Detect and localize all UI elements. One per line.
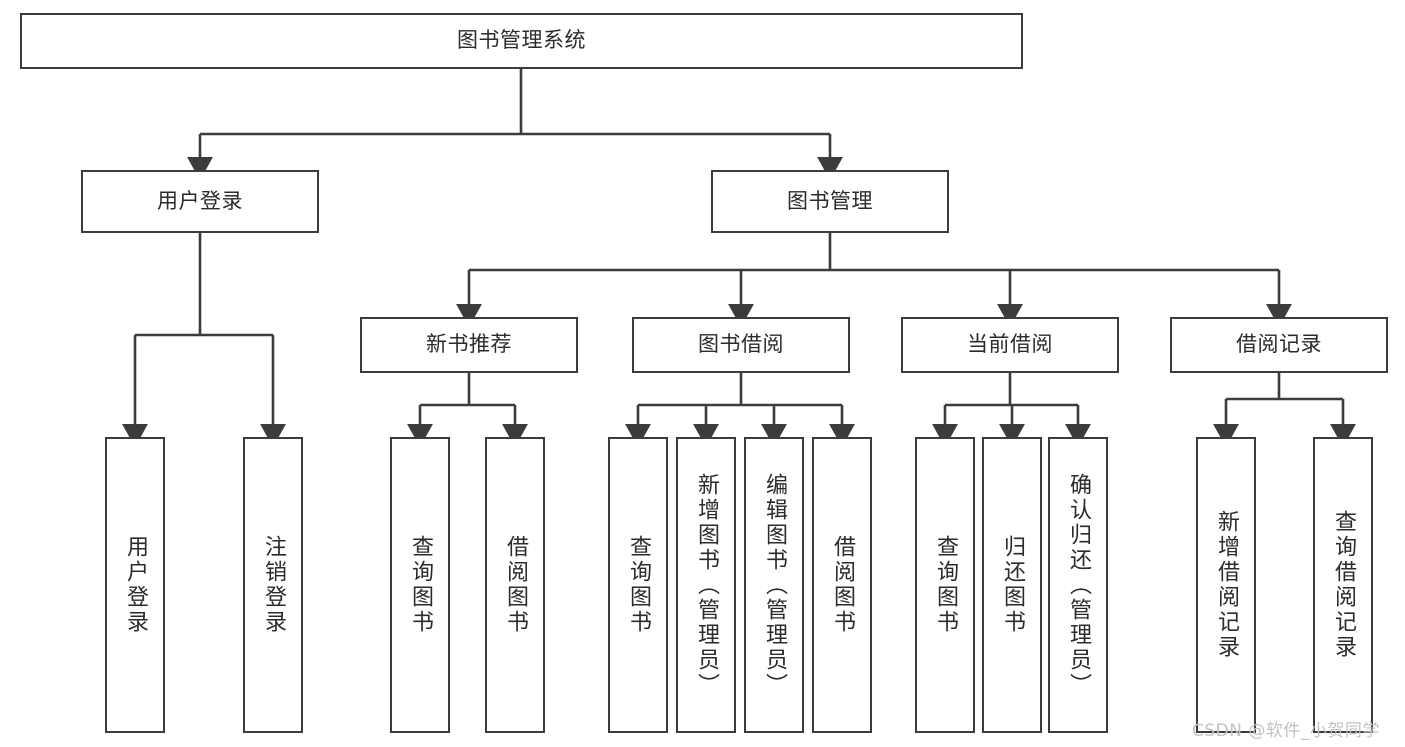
leaf-user-login-label: 用户登录 bbox=[123, 535, 148, 635]
leaf-return-book-label: 归还图书 bbox=[1000, 535, 1025, 635]
leaf-query-book-borrow[interactable]: 查询图书 bbox=[608, 437, 668, 733]
node-new-book-rec-label: 新书推荐 bbox=[426, 332, 512, 357]
leaf-query-record-label: 查询借阅记录 bbox=[1331, 510, 1356, 660]
leaf-add-book[interactable]: 新增图书（管理员） bbox=[676, 437, 736, 733]
leaf-borrow-book[interactable]: 借阅图书 bbox=[812, 437, 872, 733]
node-borrow-record-label: 借阅记录 bbox=[1236, 332, 1322, 357]
node-book-borrow-label: 图书借阅 bbox=[698, 332, 784, 357]
node-book-manage-label: 图书管理 bbox=[787, 188, 873, 213]
leaf-borrow-book-rec-label: 借阅图书 bbox=[503, 535, 528, 635]
leaf-query-book-rec[interactable]: 查询图书 bbox=[390, 437, 450, 733]
leaf-query-book-cur-label: 查询图书 bbox=[933, 535, 958, 635]
node-user-login[interactable]: 用户登录 bbox=[81, 170, 319, 233]
leaf-query-book-borrow-label: 查询图书 bbox=[626, 535, 651, 635]
leaf-logout-label: 注销登录 bbox=[261, 535, 286, 635]
node-current-borrow-label: 当前借阅 bbox=[967, 332, 1053, 357]
node-book-borrow[interactable]: 图书借阅 bbox=[632, 317, 850, 373]
leaf-edit-book[interactable]: 编辑图书（管理员） bbox=[744, 437, 804, 733]
leaf-query-book-rec-label: 查询图书 bbox=[408, 535, 433, 635]
leaf-logout[interactable]: 注销登录 bbox=[243, 437, 303, 733]
leaf-confirm-return-label: 确认归还（管理员） bbox=[1066, 472, 1091, 698]
node-root[interactable]: 图书管理系统 bbox=[20, 13, 1023, 69]
node-borrow-record[interactable]: 借阅记录 bbox=[1170, 317, 1388, 373]
leaf-user-login[interactable]: 用户登录 bbox=[105, 437, 165, 733]
leaf-add-record-label: 新增借阅记录 bbox=[1214, 510, 1239, 660]
node-current-borrow[interactable]: 当前借阅 bbox=[901, 317, 1119, 373]
leaf-query-book-cur[interactable]: 查询图书 bbox=[915, 437, 975, 733]
leaf-borrow-book-rec[interactable]: 借阅图书 bbox=[485, 437, 545, 733]
leaf-add-record[interactable]: 新增借阅记录 bbox=[1196, 437, 1256, 733]
node-root-label: 图书管理系统 bbox=[457, 28, 586, 53]
leaf-query-record[interactable]: 查询借阅记录 bbox=[1313, 437, 1373, 733]
leaf-edit-book-label: 编辑图书（管理员） bbox=[762, 472, 787, 698]
leaf-confirm-return[interactable]: 确认归还（管理员） bbox=[1048, 437, 1108, 733]
csdn-watermark: CSDN @软件_小贺同学 bbox=[1192, 721, 1380, 741]
leaf-borrow-book-label: 借阅图书 bbox=[830, 535, 855, 635]
node-book-manage[interactable]: 图书管理 bbox=[711, 170, 949, 233]
node-user-login-label: 用户登录 bbox=[157, 188, 243, 213]
leaf-return-book[interactable]: 归还图书 bbox=[982, 437, 1042, 733]
node-new-book-rec[interactable]: 新书推荐 bbox=[360, 317, 578, 373]
leaf-add-book-label: 新增图书（管理员） bbox=[694, 472, 719, 698]
